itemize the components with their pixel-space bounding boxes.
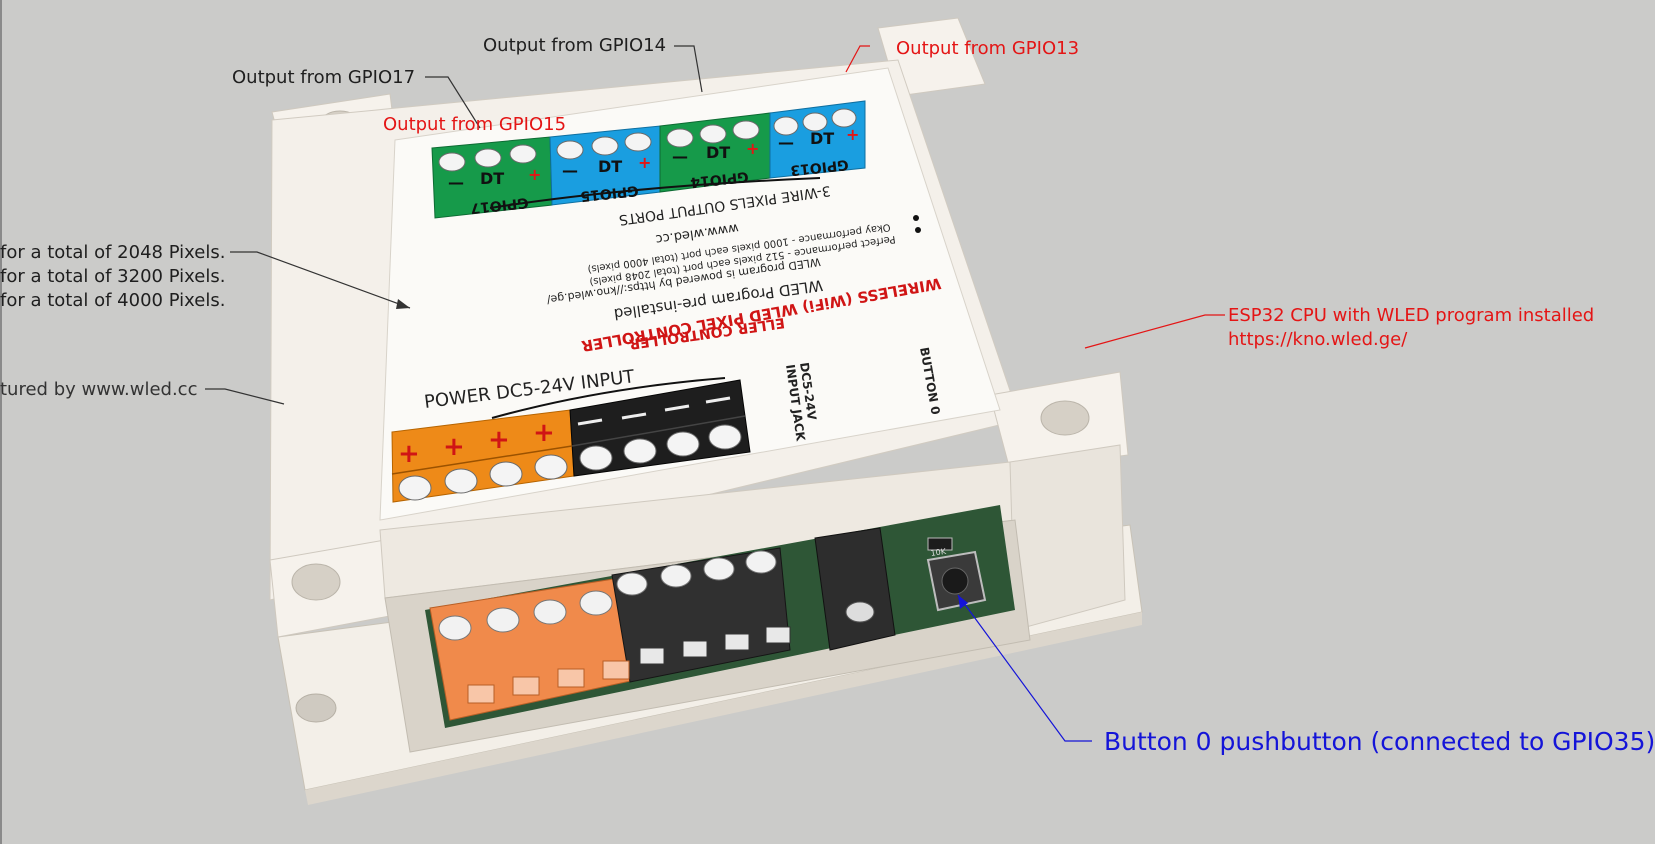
pin-minus-gpio14: — bbox=[672, 147, 688, 166]
pin-minus-gpio17: — bbox=[448, 173, 464, 192]
annotation-total-3200: for a total of 3200 Pixels. bbox=[0, 266, 226, 287]
leader-lines bbox=[205, 45, 1225, 742]
power-plus-1: + bbox=[398, 439, 420, 469]
pin-dt-gpio15: DT bbox=[598, 157, 622, 176]
port-label-gpio17: GPIO17 bbox=[470, 194, 530, 216]
annotation-esp32-line1: ESP32 CPU with WLED program installed bbox=[1228, 305, 1595, 326]
pin-minus-gpio13: — bbox=[778, 133, 794, 152]
pin-dt-gpio14: DT bbox=[706, 143, 730, 162]
annotation-gpio14: Output from GPIO14 bbox=[483, 35, 667, 56]
power-plus-4: + bbox=[533, 418, 555, 448]
power-plus-2: + bbox=[443, 432, 465, 462]
port-label-gpio13: GPIO13 bbox=[790, 156, 850, 178]
annotation-button0: Button 0 pushbutton (connected to GPIO35… bbox=[1104, 727, 1655, 756]
pin-dt-gpio17: DT bbox=[480, 169, 504, 188]
resistor-label: 10K bbox=[930, 547, 947, 558]
power-plus-3: + bbox=[488, 425, 510, 455]
annotation-total-4000: for a total of 4000 Pixels. bbox=[0, 290, 226, 311]
annotation-esp32-line2: https://kno.wled.ge/ bbox=[1228, 329, 1408, 350]
annotation-manufactured: tured by www.wled.cc bbox=[0, 379, 198, 400]
power-input-blocks: + + + + bbox=[391, 379, 751, 503]
pcb bbox=[425, 505, 1015, 728]
annotation-gpio17: Output from GPIO17 bbox=[232, 67, 416, 88]
pin-plus-gpio14: + bbox=[746, 139, 759, 158]
output-port-blocks: + DT — + DT — + DT — + DT — GPIO17 GPIO1… bbox=[431, 100, 866, 219]
annotation-gpio15: Output from GPIO15 bbox=[383, 114, 567, 135]
pin-plus-gpio15: + bbox=[638, 153, 651, 172]
pin-minus-gpio15: — bbox=[562, 161, 578, 180]
pin-dt-gpio13: DT bbox=[810, 129, 834, 148]
pin-plus-gpio13: + bbox=[846, 125, 859, 144]
pin-plus-gpio17: + bbox=[528, 165, 541, 184]
annotation-gpio13: Output from GPIO13 bbox=[896, 38, 1080, 59]
annotation-total-2048: for a total of 2048 Pixels. bbox=[0, 242, 226, 263]
